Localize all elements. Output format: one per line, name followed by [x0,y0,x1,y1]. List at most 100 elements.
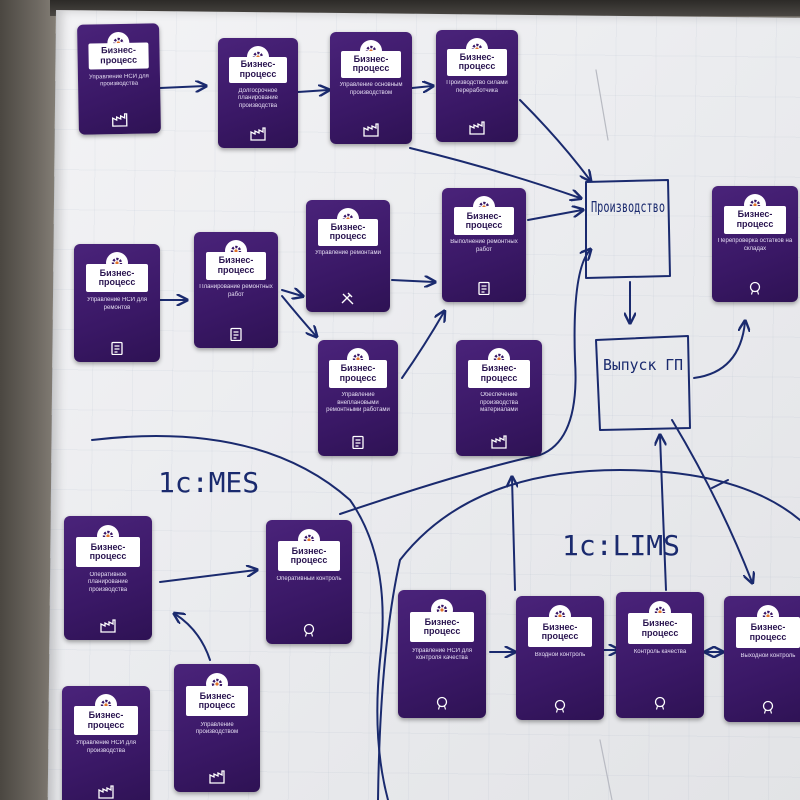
card-description: Управление НСИ для ремонтов [87,297,147,311]
connector-line [339,250,590,515]
seal-icon [434,696,450,710]
factory-icon [112,113,128,128]
card-title: Бизнес-процесс [74,706,138,736]
card-description: Управление НСИ для контроля качества [412,647,472,662]
arrow [391,280,434,282]
card-title: Бизнес-процесс [88,42,149,70]
label-1c-lims: 1с:LIMS [562,529,680,562]
factory-icon [469,121,485,135]
arrow [401,312,444,379]
label-proizvodstvo: Производство [591,198,665,216]
seal-icon [552,699,568,713]
factory-icon [363,123,379,137]
card-description: Управление производством [195,721,239,736]
seal-icon [652,696,668,711]
arrow [175,614,211,661]
arrow [527,210,582,221]
arrow [297,90,328,92]
card-description: Производство силами переработчика [446,80,508,94]
card-title: Бизнес-процесс [410,611,474,643]
card-description: Выполнение ремонтных работ [450,239,518,253]
label-vypusk-gp: Выпуск ГП [603,356,683,374]
box-vypusk [595,335,691,431]
card-description: Управление НСИ для производства [76,740,136,754]
card-title: Бизнес-процесс [724,205,786,234]
card-description: Управление ремонтами [315,250,381,257]
card-description: Управление основным производством [339,82,403,96]
card-description: Планирование ремонтных работ [199,284,273,298]
arrow [512,478,515,591]
card-title: Бизнес-процесс [205,251,267,280]
card-title: Бизнес-процесс [447,49,507,76]
box-proizvodstvo [585,179,671,279]
card-description: Управление внеплановыми ремонтными работ… [326,392,390,414]
card-title: Бизнес-процесс [76,537,140,567]
clipboard-icon [109,341,125,356]
clipboard-icon [350,435,366,450]
card-title: Бизнес-процесс [186,685,248,717]
arrow [409,147,580,198]
card-title: Бизнес-процесс [329,359,387,388]
tools-icon [340,291,356,305]
arrow [281,290,302,296]
card-description: Оперативное планирование производства [88,571,128,593]
arrow [660,436,667,591]
card-description: Долгосрочное планирование производства [238,87,278,109]
factory-icon [491,435,507,449]
card-title: Бизнес-процесс [229,56,287,84]
seal-icon [760,700,776,715]
card-title: Бизнес-процесс [278,541,340,571]
boundary-curve [91,435,389,800]
card-description: Входной контроль [534,651,586,658]
arrow [281,295,316,336]
card-title: Бизнес-процесс [341,51,401,78]
factory-icon [209,770,225,784]
card-description: Перепроверка остатков на складах [717,238,793,252]
arrow [411,86,432,88]
card-description: Управление НСИ для производства [88,72,149,88]
card-title: Бизнес-процесс [453,207,515,235]
card-description: Контроль качества [633,648,687,655]
label-1c-mes: 1с:MES [158,466,259,499]
card-title: Бизнес-процесс [528,617,592,647]
factory-icon [98,785,114,799]
factory-icon [250,127,266,142]
clipboard-icon [228,327,244,342]
arrow [671,419,752,582]
card-title: Бизнес-процесс [468,359,530,388]
arrow [693,322,745,379]
arrow [519,99,590,180]
card-title: Бизнес-процесс [628,613,692,644]
card-title: Бизнес-процесс [86,264,148,293]
clipboard-icon [476,281,492,296]
arrow [159,86,205,88]
arrow [159,570,256,583]
seal-icon [747,281,763,295]
boundary-curve [377,469,800,800]
card-title: Бизнес-процесс [317,219,379,246]
card-title: Бизнес-процесс [736,617,800,648]
factory-icon [100,618,116,633]
card-description: Оперативный контроль [276,575,342,582]
card-description: Обеспечение производства материалами [479,392,519,414]
